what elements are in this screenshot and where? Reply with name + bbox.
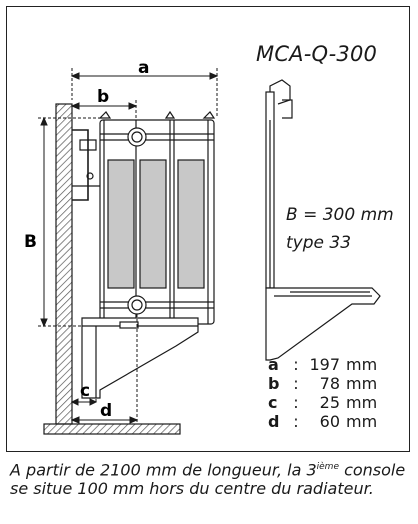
dimension-unit: mm [346,412,378,431]
dimension-unit: mm [346,355,378,374]
radiator-panel-1 [107,159,135,289]
technical-drawing: a b B [24,58,381,435]
dimension-a [70,68,219,118]
radiator-panel-2 [139,159,167,289]
spec-type: type 33 [286,233,352,253]
dimension-unit: mm [346,393,378,412]
label-b: b [97,87,109,107]
dimension-row-a: a : 197 mm [268,355,377,374]
floor-console [81,317,199,399]
dimension-key: a [268,355,279,374]
wall [55,103,73,425]
dimension-row-d: d : 60 mm [268,412,377,431]
top-connection [127,127,147,147]
bottom-connection [127,295,147,315]
side-view-bracket [265,79,381,361]
label-a: a [138,58,149,78]
wall-bracket [72,129,89,201]
dimension-row-b: b : 78 mm [268,374,377,393]
note-text-end: console se situe 100 mm hors du centre d… [10,460,406,499]
dimension-list: a : 197 mm b : 78 mm c : 25 mm d : 60 mm [268,355,377,431]
dimension-row-c: c : 25 mm [268,393,377,412]
dimension-value: 60 [319,412,340,431]
dimension-separator: : [293,412,299,431]
dimension-value: 78 [319,374,340,393]
dimension-b [70,100,138,122]
label-B: B [24,232,37,252]
dimension-key: d [268,412,280,431]
dimension-key: c [268,393,278,412]
installation-note: A partir de 2100 mm de longueur, la 3ièm… [10,458,410,498]
label-c: c [80,381,90,401]
dimension-unit: mm [346,374,378,393]
label-d: d [100,401,112,421]
dimension-c [70,384,98,412]
floor [43,423,181,435]
note-superscript: ième [316,462,339,472]
model-title: MCA-Q-300 [256,42,378,66]
spec-height: B = 300 mm [286,205,394,225]
dimension-separator: : [293,355,299,374]
dimension-separator: : [293,374,299,393]
radiator [72,110,216,325]
note-text-start: A partir de 2100 mm de longueur, la 3 [10,460,317,480]
dimension-value: 25 [319,393,340,412]
dimension-separator: : [293,393,299,412]
drawing-frame [6,6,410,452]
radiator-panel-3 [177,159,205,289]
dimension-d [70,314,139,424]
dimension-key: b [268,374,280,393]
dimension-value: 197 [309,355,340,374]
